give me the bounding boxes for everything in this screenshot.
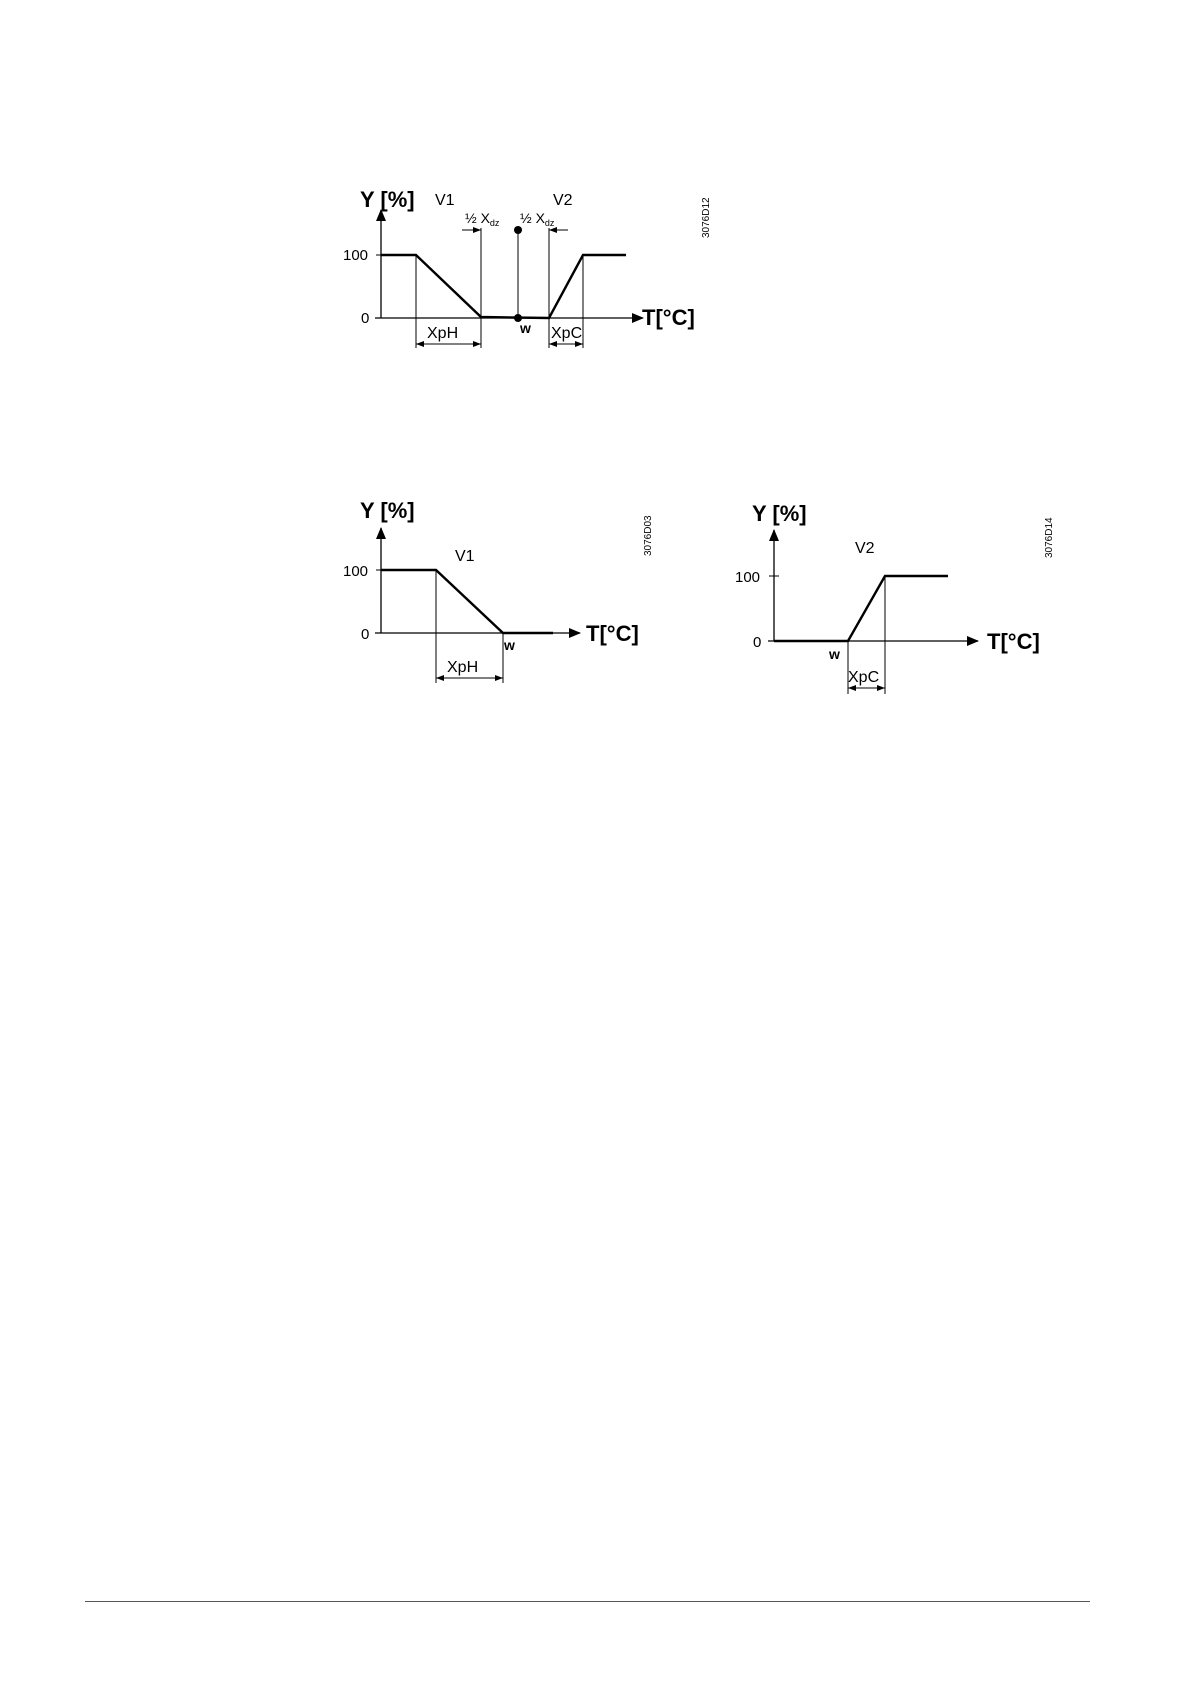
deadzone-label-right-sub: dz xyxy=(545,218,555,228)
figure-code: 3076D12 xyxy=(701,197,712,238)
figure-code: 3076D14 xyxy=(1044,517,1055,558)
figure-code: 3076D03 xyxy=(643,515,654,556)
deadzone-label-right: ½ Xdz xyxy=(520,210,555,228)
sequence-diagram: Y [%] V1 V2 100 0 T[°C] XpH XpC w ½ Xdz … xyxy=(343,187,712,348)
y-axis-label: Y [%] xyxy=(752,501,807,526)
xph-arrowhead-left xyxy=(416,341,424,347)
deadzone-label-left: ½ Xdz xyxy=(465,210,500,228)
valve-label-v2: V2 xyxy=(553,192,573,209)
valve-label-v1: V1 xyxy=(455,548,475,565)
x-axis-label: T[°C] xyxy=(987,629,1040,654)
y-tick-label-0: 0 xyxy=(361,626,369,643)
setpoint-label: w xyxy=(519,320,531,336)
band-label-xpc: XpC xyxy=(551,325,582,342)
valve-label-v1: V1 xyxy=(435,192,455,209)
footer-rule xyxy=(85,1601,1090,1602)
heating-diagram: Y [%] V1 100 0 T[°C] XpH w 3076D03 xyxy=(343,498,654,683)
deadzone-label-left-sub: dz xyxy=(490,218,500,228)
cooling-diagram: Y [%] V2 100 0 T[°C] XpC w 3076D14 xyxy=(735,501,1055,694)
cooling-curve xyxy=(774,576,948,641)
y-tick-label-100: 100 xyxy=(343,563,368,580)
xph-arrowhead-right xyxy=(473,341,481,347)
xph-arrowhead-right xyxy=(495,675,503,681)
band-label-xph: XpH xyxy=(427,325,458,342)
setpoint-label: w xyxy=(503,637,515,653)
band-label-xph: XpH xyxy=(447,659,478,676)
deadzone-label-right-main: ½ X xyxy=(520,210,546,226)
sequence-curve xyxy=(381,255,626,318)
heating-curve xyxy=(381,570,553,633)
setpoint-label: w xyxy=(828,646,840,662)
valve-label-v2: V2 xyxy=(855,540,875,557)
x-axis-label: T[°C] xyxy=(642,305,695,330)
y-tick-label-100: 100 xyxy=(343,247,368,264)
y-tick-label-0: 0 xyxy=(361,310,369,327)
y-axis-label: Y [%] xyxy=(360,498,415,523)
xph-arrowhead-left xyxy=(436,675,444,681)
band-label-xpc: XpC xyxy=(848,669,879,686)
deadzone-label-left-main: ½ X xyxy=(465,210,491,226)
y-tick-label-0: 0 xyxy=(753,634,761,651)
x-axis-label: T[°C] xyxy=(586,621,639,646)
y-axis-label: Y [%] xyxy=(360,187,415,212)
y-tick-label-100: 100 xyxy=(735,569,760,586)
setpoint-dot-top xyxy=(514,226,522,234)
